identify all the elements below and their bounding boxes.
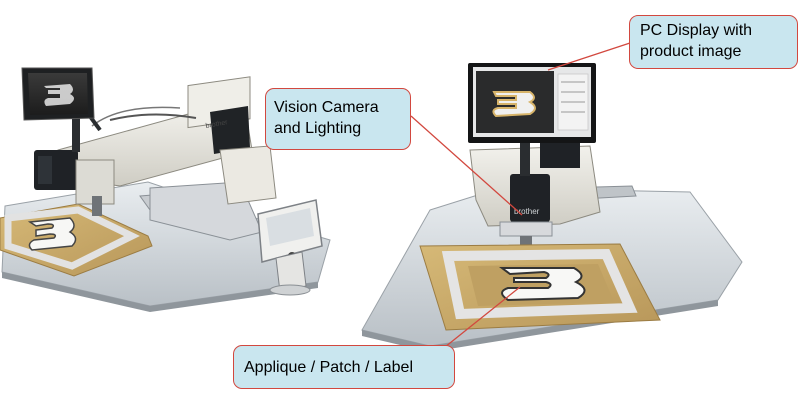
left-cables xyxy=(109,113,197,121)
right-machine-top xyxy=(540,140,580,168)
left-panel-foot xyxy=(269,284,311,296)
callout-applique: Applique / Patch / Label xyxy=(233,345,455,389)
left-monitor-pole xyxy=(72,98,80,152)
right-patch-3 xyxy=(499,267,586,302)
left-patch-3 xyxy=(27,217,77,251)
leader-vision-camera xyxy=(410,115,523,216)
left-frame xyxy=(4,206,140,270)
left-worktable-edge xyxy=(2,272,318,312)
right-frame xyxy=(441,248,638,320)
callout-pc-display-line1: PC Display with xyxy=(640,22,753,39)
callout-vision-camera: Vision Camera and Lighting xyxy=(265,88,411,150)
callout-pc-display: PC Display with product image xyxy=(629,15,798,69)
right-camera-head xyxy=(510,174,550,222)
left-machine-base xyxy=(219,145,277,205)
left-brand-mark: brother xyxy=(205,119,229,130)
right-brand-mark: brother xyxy=(514,207,540,216)
left-sewing-machine: brother xyxy=(0,67,331,312)
left-panel-stand xyxy=(275,251,307,293)
left-touch-panel-screen xyxy=(266,208,314,246)
callout-applique-line1: Applique / Patch / Label xyxy=(244,359,414,376)
callout-vision-camera-line2: and Lighting xyxy=(274,120,362,137)
right-sewing-machine: brother xyxy=(361,63,743,352)
left-cable-2 xyxy=(91,106,181,127)
left-camera-head-face xyxy=(38,156,52,184)
right-monitor-pole xyxy=(520,132,530,176)
left-top-box xyxy=(210,106,250,154)
leader-pc-display xyxy=(547,41,634,71)
left-presser xyxy=(92,196,102,216)
right-monitor-patch-image xyxy=(492,91,536,118)
left-monitor-patch-image xyxy=(44,84,74,106)
callout-vision-camera-line1: Vision Camera xyxy=(274,99,379,116)
leader-applique xyxy=(444,286,521,348)
callout-pc-display-line2: product image xyxy=(640,43,742,60)
right-lighting-ring xyxy=(499,221,553,237)
